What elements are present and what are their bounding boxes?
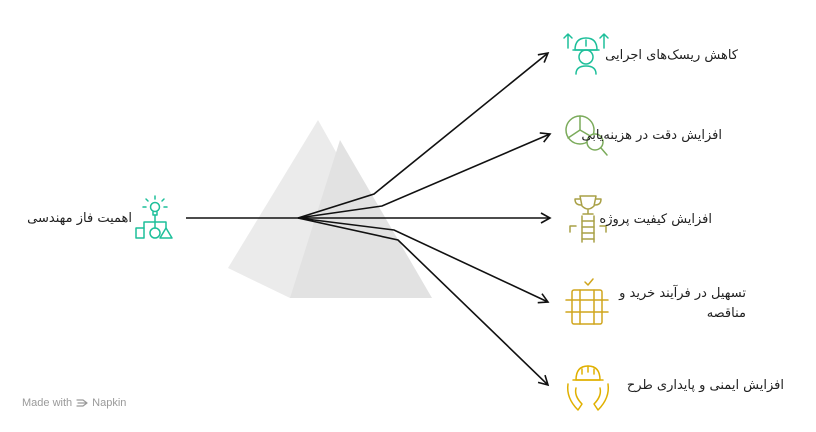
ray-4 xyxy=(297,217,550,304)
ray-2 xyxy=(297,132,552,219)
outcome-label-1: کاهش ریسک‌های اجرایی xyxy=(605,48,738,63)
ray-1 xyxy=(297,51,550,219)
outcome-label-3: افزایش کیفیت پروژه xyxy=(599,212,712,227)
source-label: اهمیت فاز مهندسی xyxy=(27,211,132,226)
checklist-box-icon xyxy=(565,278,609,325)
made-with-napkin[interactable]: Made with Napkin xyxy=(22,397,126,409)
lightbulb-flowchart-icon xyxy=(135,195,173,239)
prism-shape xyxy=(228,120,432,298)
hardhat-hands-icon xyxy=(566,365,610,411)
outcome-label-4: تسهیل در فرآیند خرید و مناقصه xyxy=(619,286,746,321)
pie-chart-magnifier-icon xyxy=(565,115,608,156)
outcome-label-5: افزایش ایمنی و پایداری طرح xyxy=(626,378,784,393)
napkin-brand-text: Napkin xyxy=(92,397,127,409)
engineer-arrows-icon xyxy=(563,33,609,75)
output-rays xyxy=(297,51,552,387)
napkin-logo-icon xyxy=(76,399,88,407)
trophy-ladder-icon xyxy=(569,195,607,243)
ray-5 xyxy=(297,217,550,387)
made-with-text: Made with xyxy=(22,397,73,409)
outcome-label-2: افزایش دقت در هزینه‌یابی xyxy=(581,128,722,143)
